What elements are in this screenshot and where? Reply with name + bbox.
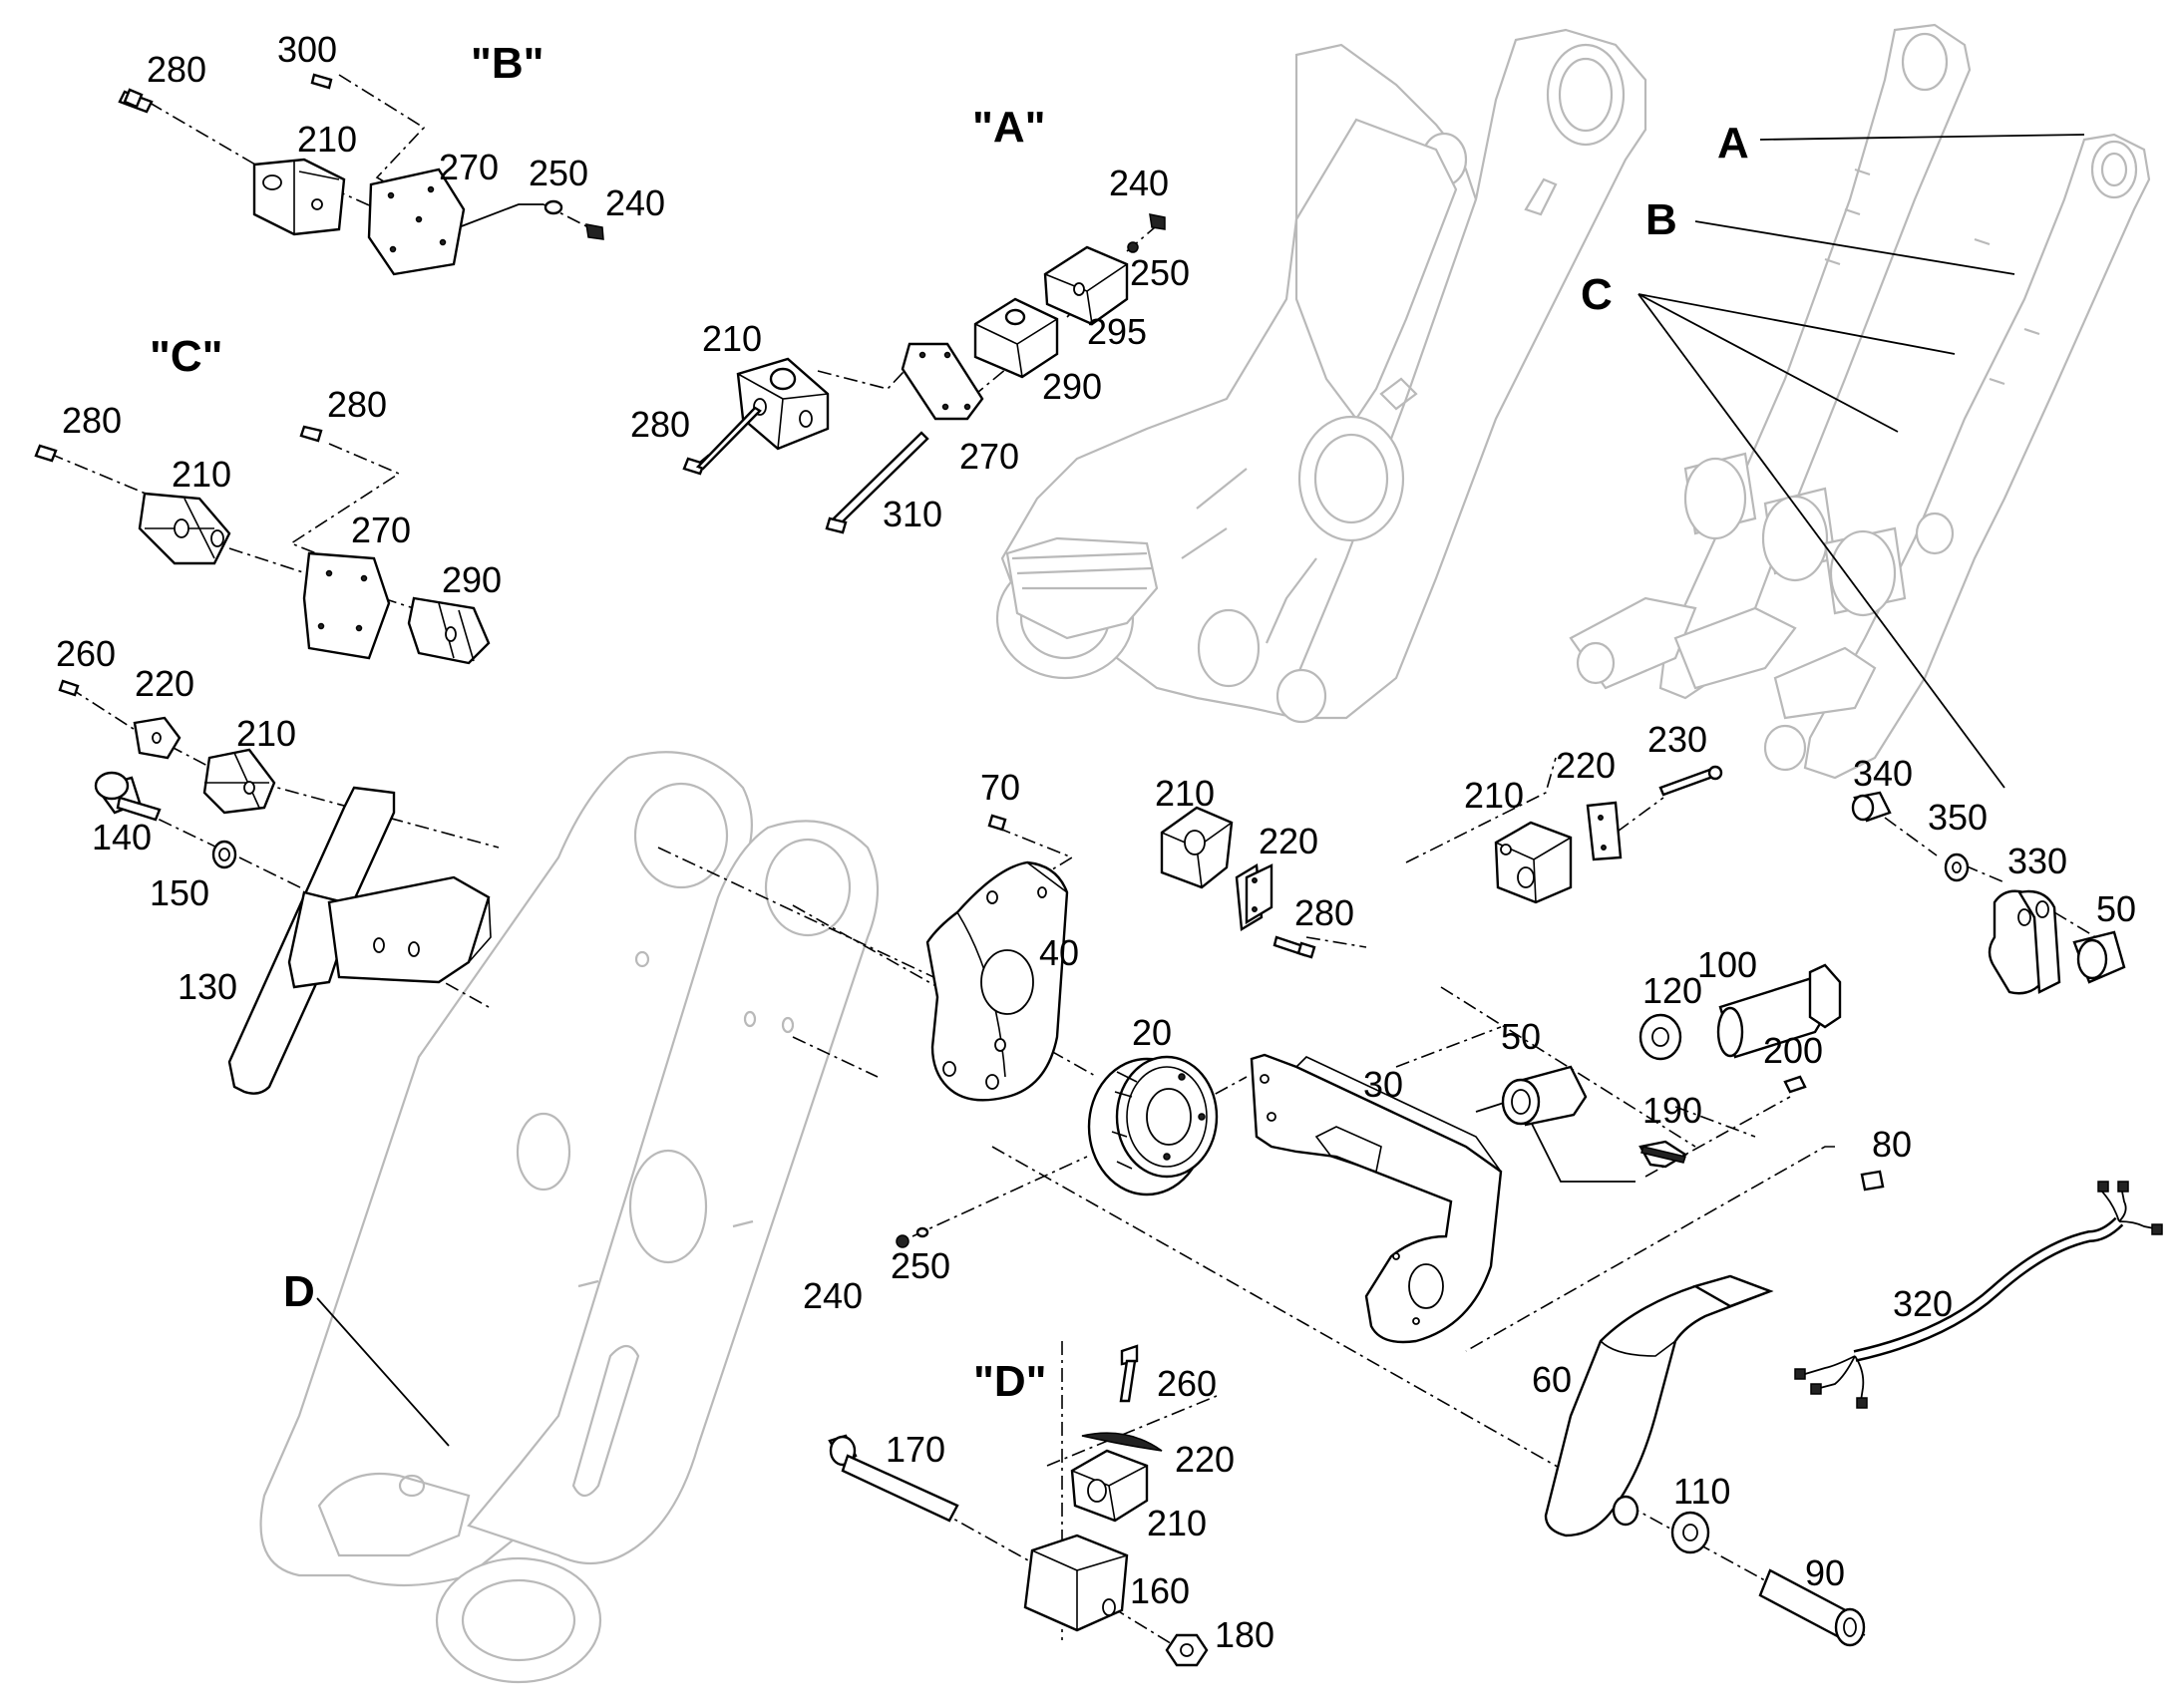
view-title-b: "B"	[471, 39, 545, 88]
label-a-295: 295	[1087, 311, 1147, 352]
label-30: 30	[1363, 1064, 1403, 1105]
label-200: 200	[1763, 1030, 1823, 1071]
label-b-270: 270	[439, 147, 499, 187]
bracket-130-assembly	[58, 679, 492, 1095]
label-260: 260	[56, 633, 116, 674]
label-a-280: 280	[630, 404, 690, 445]
label-150: 150	[150, 872, 209, 913]
label-50a: 50	[2096, 888, 2136, 929]
label-c-280b: 280	[327, 384, 387, 425]
view-c-parts	[34, 425, 491, 665]
label-330: 330	[2007, 841, 2067, 881]
label-a-290: 290	[1042, 366, 1102, 407]
label-c-290: 290	[442, 559, 502, 600]
callout-a: A	[1717, 119, 1749, 168]
label-d-220: 220	[1175, 1439, 1235, 1480]
label-210c: 210	[1464, 775, 1524, 816]
label-320: 320	[1893, 1283, 1953, 1324]
sensor-block-parts	[1160, 806, 1316, 959]
cable-harness-320	[1794, 1181, 2163, 1409]
label-140: 140	[92, 817, 152, 857]
label-b-250: 250	[529, 153, 588, 193]
label-80: 80	[1872, 1124, 1912, 1165]
pivot-pin-parts	[1501, 963, 1885, 1192]
clamp-330-parts	[1851, 791, 2126, 995]
label-c-280a: 280	[62, 400, 122, 441]
label-210: 210	[236, 713, 296, 754]
view-d-parts	[828, 1344, 1209, 1667]
label-350: 350	[1928, 797, 1988, 838]
label-70: 70	[980, 767, 1020, 808]
label-d-160: 160	[1130, 1570, 1190, 1611]
label-d-170: 170	[886, 1429, 945, 1470]
label-d-210: 210	[1147, 1503, 1207, 1543]
label-d-260: 260	[1157, 1363, 1217, 1404]
label-a-210: 210	[702, 318, 762, 359]
label-c-270: 270	[351, 510, 411, 550]
label-240: 240	[803, 1275, 863, 1316]
label-280: 280	[1294, 892, 1354, 933]
callout-c: C	[1581, 270, 1613, 319]
bracket-30-assembly	[1250, 765, 1723, 1344]
label-110: 110	[1673, 1471, 1730, 1512]
view-a-parts	[682, 213, 1166, 534]
label-60: 60	[1532, 1359, 1572, 1400]
label-100: 100	[1697, 944, 1757, 985]
label-a-250: 250	[1130, 252, 1190, 293]
label-b-280: 280	[147, 49, 206, 90]
view-title-a: "A"	[972, 103, 1046, 152]
label-250: 250	[891, 1245, 950, 1286]
label-230: 230	[1647, 719, 1707, 760]
label-a-240: 240	[1109, 163, 1169, 203]
label-220b: 220	[1259, 821, 1318, 861]
label-d-180: 180	[1215, 1614, 1274, 1655]
callout-d: D	[283, 1267, 315, 1316]
label-40: 40	[1039, 932, 1079, 973]
label-90: 90	[1805, 1552, 1845, 1593]
label-190: 190	[1642, 1090, 1702, 1131]
view-title-c: "C"	[150, 332, 223, 381]
label-130: 130	[178, 966, 237, 1007]
label-a-310: 310	[883, 494, 942, 534]
label-20: 20	[1132, 1012, 1172, 1053]
label-120: 120	[1642, 970, 1702, 1011]
view-b-parts	[118, 73, 604, 276]
view-title-d: "D"	[973, 1357, 1047, 1406]
bearing-40-20-assembly	[896, 814, 1219, 1248]
ghost-arm-assembly	[995, 28, 1647, 724]
label-220: 220	[135, 663, 194, 704]
label-b-300: 300	[277, 29, 337, 70]
label-50b: 50	[1501, 1016, 1541, 1057]
ghost-link-d	[259, 751, 880, 1684]
label-b-210: 210	[297, 119, 357, 160]
callout-b: B	[1645, 195, 1677, 244]
part-number-labels: 280 300 210 270 250 240 280 280 210 270 …	[56, 29, 2136, 1655]
label-a-270: 270	[959, 436, 1019, 477]
label-340: 340	[1853, 753, 1913, 794]
label-210b: 210	[1155, 773, 1215, 814]
label-c-210: 210	[172, 454, 231, 495]
cover-60-parts	[1544, 1274, 1866, 1647]
label-b-240: 240	[605, 182, 665, 223]
ghost-loader-frame	[1569, 23, 2151, 780]
label-220c: 220	[1556, 745, 1616, 786]
